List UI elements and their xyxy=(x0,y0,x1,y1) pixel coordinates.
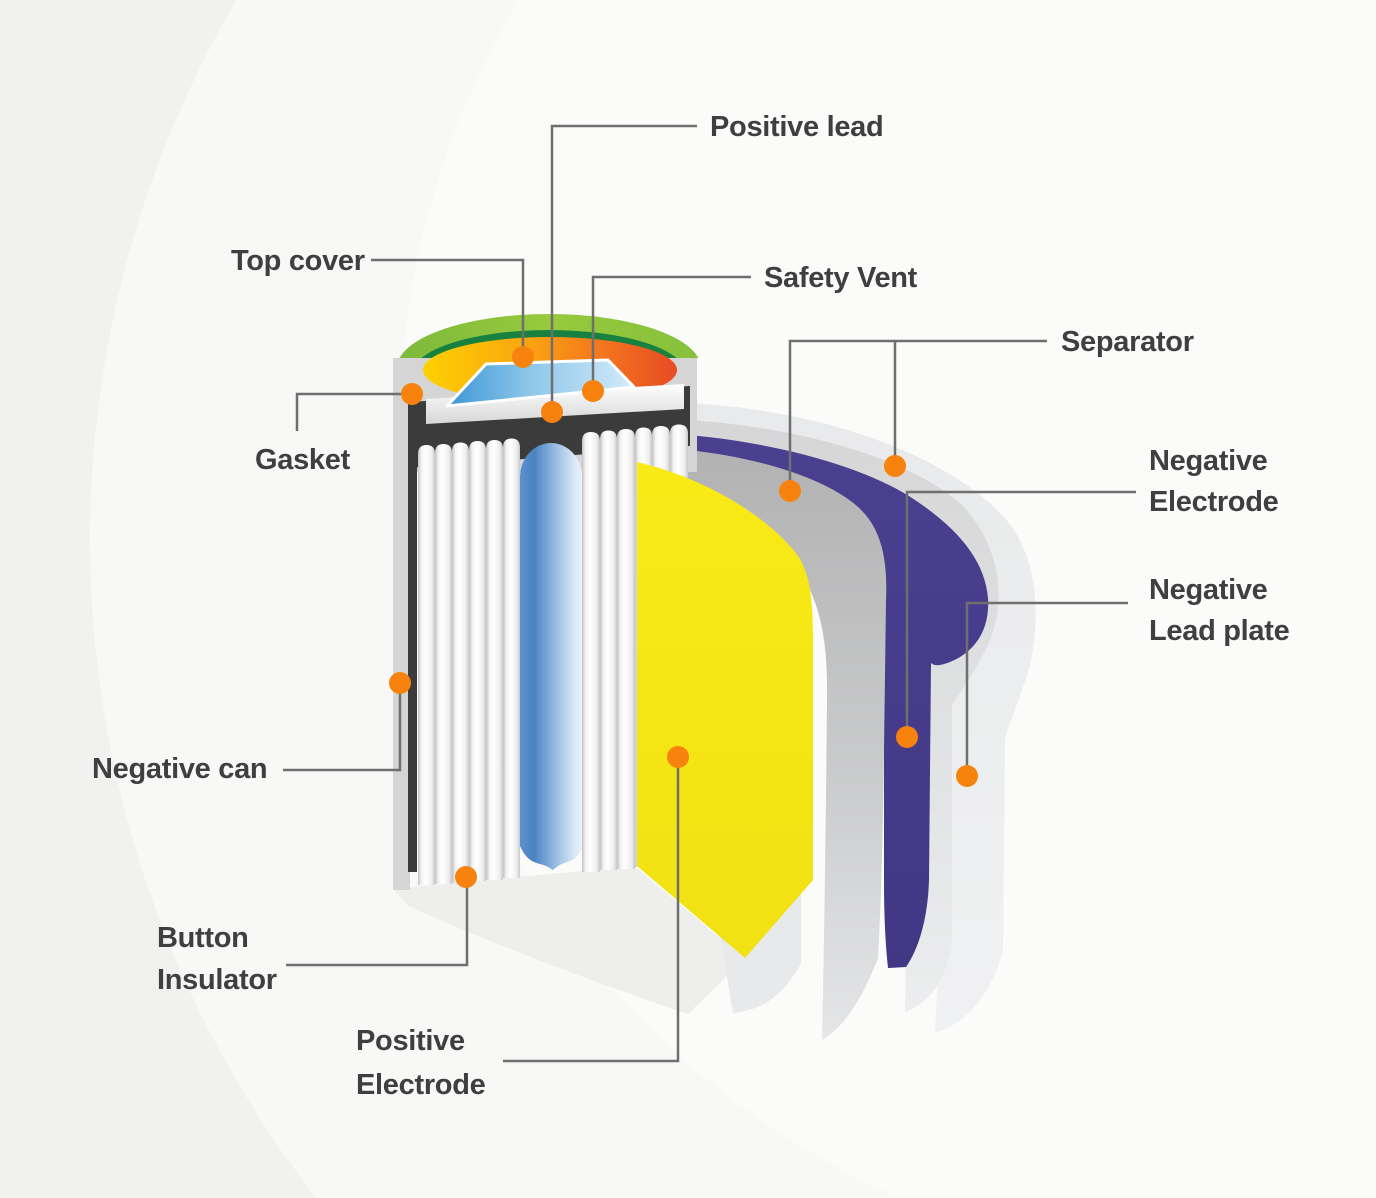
label-positive-electrode-line2: Electrode xyxy=(356,1069,486,1101)
label-negative-can: Negative can xyxy=(92,753,268,785)
callout-dot-negative-can xyxy=(389,672,411,694)
negative-can-wall xyxy=(393,358,410,890)
label-negative-electrode-line1: Negative xyxy=(1149,445,1268,477)
leader-positive-lead xyxy=(550,124,697,403)
callout-dot-separator-outer xyxy=(884,455,906,477)
leader-button-insulator xyxy=(286,887,469,967)
callout-dot-positive-lead xyxy=(541,401,563,423)
leader-positive-electrode xyxy=(503,767,680,1063)
separator-sheet-inner xyxy=(688,450,887,1040)
label-negative-lead-plate-line1: Negative xyxy=(1149,574,1268,606)
negative-electrode-sheet xyxy=(688,435,989,968)
callout-dot-negative-electrode xyxy=(896,726,918,748)
leader-lines xyxy=(283,124,1136,1063)
leader-negative-can xyxy=(283,692,402,772)
label-negative-electrode-line2: Electrode xyxy=(1149,486,1279,518)
callout-dot-gasket xyxy=(401,383,423,405)
label-positive-electrode-line1: Positive xyxy=(356,1025,465,1057)
label-button-insulator-line1: Button xyxy=(157,922,249,954)
callout-dot-button-insulator xyxy=(455,866,477,888)
crimp-bracket-left xyxy=(408,401,430,452)
label-positive-electrode: Positive Electrode xyxy=(356,1019,486,1107)
can-inner-lining xyxy=(408,402,417,872)
callout-dot-safety-vent xyxy=(582,380,604,402)
label-top-cover: Top cover xyxy=(231,245,365,277)
callout-dot-separator-inner xyxy=(779,480,801,502)
label-button-insulator-line2: Insulator xyxy=(157,964,277,996)
leader-safety-vent xyxy=(591,275,751,382)
can-bottom-face xyxy=(393,866,745,1014)
label-safety-vent: Safety Vent xyxy=(764,262,918,294)
callout-dot-positive-electrode xyxy=(667,746,689,768)
label-button-insulator: Button Insulator xyxy=(157,917,277,1001)
callout-dot-top-cover xyxy=(512,346,534,368)
label-negative-lead-plate-line2: Lead plate xyxy=(1149,615,1290,647)
leader-separator xyxy=(788,339,1047,482)
positive-electrode-sheet xyxy=(637,462,813,958)
label-negative-lead-plate: Negative Lead plate xyxy=(1149,570,1290,652)
center-pin xyxy=(520,443,582,870)
leader-negative-electrode xyxy=(905,490,1136,728)
leader-gasket xyxy=(295,392,403,431)
label-negative-electrode: Negative Electrode xyxy=(1149,441,1279,523)
label-gasket: Gasket xyxy=(255,444,350,476)
safety-vent-shape xyxy=(445,358,636,408)
battery-can-assembly xyxy=(393,314,699,890)
callout-dot-negative-lead-plate xyxy=(956,765,978,787)
jelly-roll-left xyxy=(418,438,520,885)
label-separator: Separator xyxy=(1061,326,1194,358)
leader-negative-lead-plate xyxy=(965,601,1128,767)
leader-top-cover xyxy=(371,258,525,349)
callout-dots xyxy=(389,346,978,888)
label-positive-lead: Positive lead xyxy=(710,111,884,143)
